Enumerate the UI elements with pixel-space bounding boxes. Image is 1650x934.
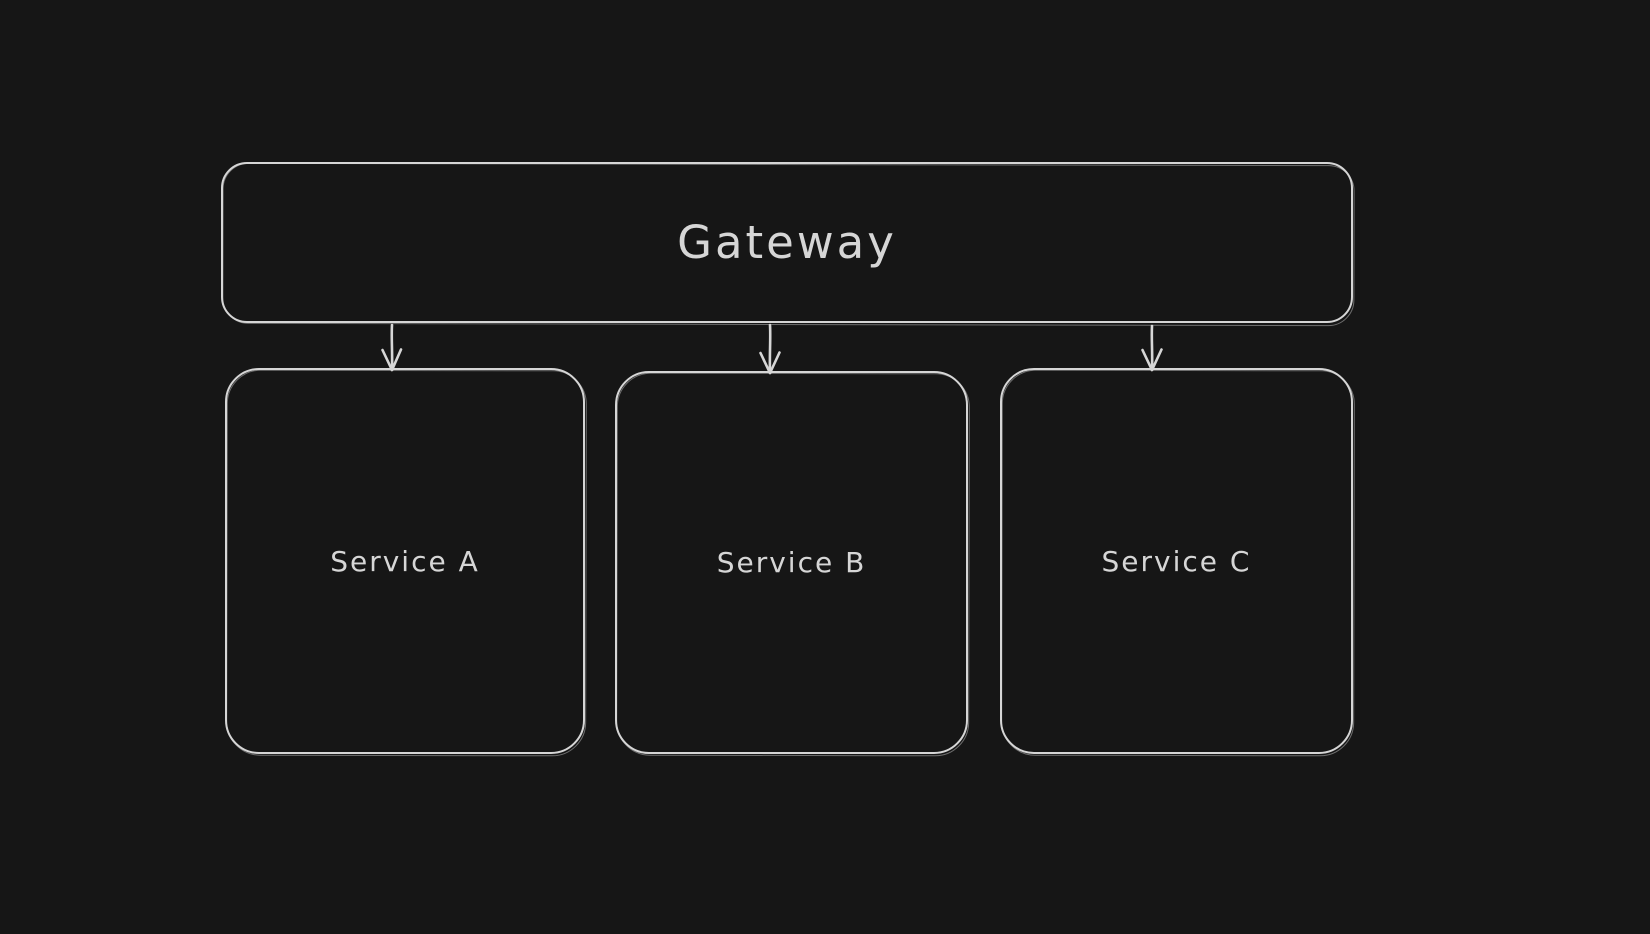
node-gateway[interactable]: Gateway	[221, 162, 1353, 323]
arrowhead-down-icon	[381, 348, 403, 372]
node-service-a[interactable]: Service A	[225, 368, 585, 754]
node-service-b-label: Service B	[716, 546, 867, 579]
node-service-c[interactable]: Service C	[1000, 368, 1353, 754]
arrow-gateway-to-service-b[interactable]	[759, 323, 781, 375]
arrow-gateway-to-service-a[interactable]	[381, 323, 403, 372]
node-gateway-label: Gateway	[677, 216, 897, 269]
arrowhead-down-icon	[759, 351, 781, 375]
node-service-b[interactable]: Service B	[615, 371, 968, 754]
arrowhead-down-icon	[1141, 348, 1163, 372]
arrow-gateway-to-service-c[interactable]	[1141, 324, 1163, 372]
node-service-c-label: Service C	[1101, 544, 1252, 578]
node-service-a-label: Service A	[330, 544, 480, 578]
